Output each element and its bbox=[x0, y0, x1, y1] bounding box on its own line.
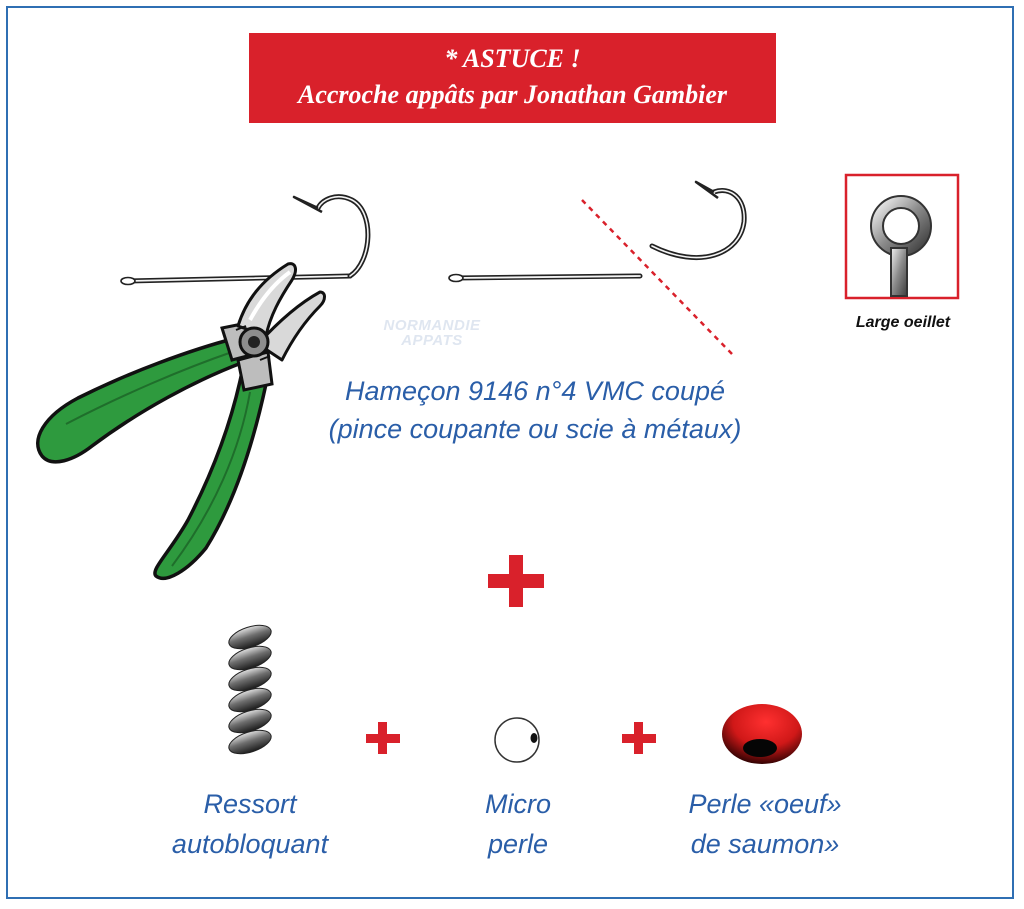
plus-icon bbox=[488, 555, 544, 607]
hook-caption: Hameçon 9146 n°4 VMC coupé (pince coupan… bbox=[300, 372, 770, 448]
diagram-frame bbox=[6, 6, 1014, 899]
salmon-egg-label-line-1: Perle «oeuf» bbox=[688, 789, 842, 819]
salmon-egg-label-line-2: de saumon» bbox=[690, 829, 840, 859]
spring-label: Ressort autobloquant bbox=[140, 784, 360, 864]
micro-bead-label: Micro perle bbox=[438, 784, 598, 864]
watermark-line-1: NORMANDIE bbox=[383, 317, 481, 334]
eyelet-label: Large oeillet bbox=[855, 314, 951, 331]
watermark-logo: NORMANDIE APPATS bbox=[362, 318, 502, 348]
hook-caption-line-2: (pince coupante ou scie à métaux) bbox=[328, 414, 742, 444]
title-banner: * ASTUCE ! Accroche appâts par Jonathan … bbox=[249, 33, 776, 123]
micro-bead-label-line-2: perle bbox=[487, 829, 549, 859]
spring-label-line-2: autobloquant bbox=[171, 829, 329, 859]
spring-label-line-1: Ressort bbox=[203, 789, 297, 819]
plus-icon bbox=[366, 722, 400, 754]
micro-bead-label-line-1: Micro bbox=[485, 789, 551, 819]
title-line-2: Accroche appâts par Jonathan Gambier bbox=[297, 80, 728, 109]
title-line-1: * ASTUCE ! bbox=[444, 44, 581, 73]
watermark-line-2: APPATS bbox=[401, 332, 463, 349]
plus-icon bbox=[622, 722, 656, 754]
hook-caption-line-1: Hameçon 9146 n°4 VMC coupé bbox=[344, 376, 726, 406]
salmon-egg-label: Perle «oeuf» de saumon» bbox=[650, 784, 880, 864]
